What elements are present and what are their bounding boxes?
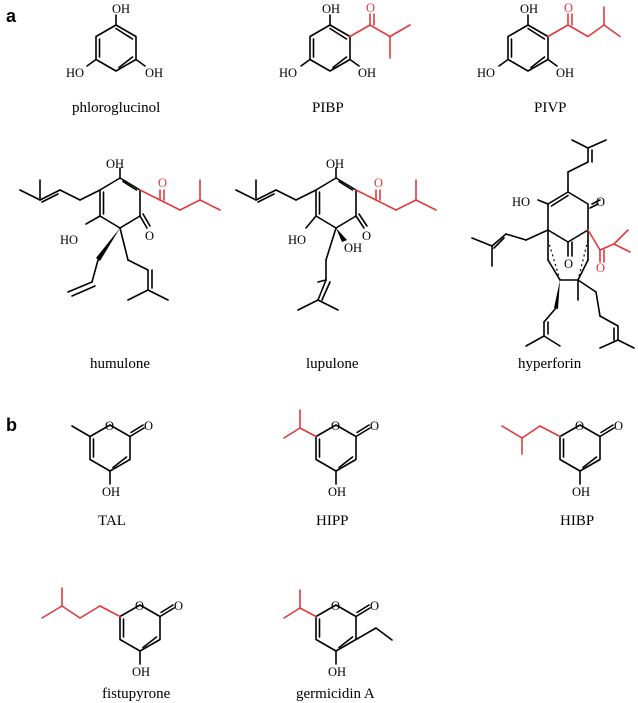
atom-oh: OH (132, 665, 150, 679)
germicidin-a-structure: O O OH (283, 589, 393, 679)
atom-o: O (362, 229, 371, 243)
atom-oh: OH (328, 665, 346, 679)
atom-o: O (370, 419, 379, 433)
atom-o: O (596, 195, 605, 209)
atom-oh: OH (556, 66, 574, 80)
atom-o: O (564, 1, 573, 15)
atom-oh: OH (102, 485, 120, 499)
atom-oh: OH (328, 485, 346, 499)
atom-o: O (145, 229, 154, 243)
atom-o: O (331, 419, 340, 433)
compound-name-fistupyrone: fistupyrone (102, 686, 171, 702)
atom-oh: OH (322, 2, 340, 16)
fistupyrone-structure: O O OH (41, 587, 183, 679)
atom-ho: HO (477, 66, 495, 80)
humulone-structure: OH O HO O (19, 157, 221, 301)
atom-ho: HO (512, 195, 530, 209)
hyperforin-structure: O HO O (471, 139, 635, 349)
hipp-structure: O O OH (283, 409, 379, 499)
atom-o: O (135, 599, 144, 613)
atom-oh: OH (145, 66, 163, 80)
compound-name-germicidin-a: germicidin A (296, 686, 375, 702)
compound-name-lupulone: lupulone (306, 356, 359, 372)
panel-label-a: a (6, 6, 17, 26)
compound-name-pivp: PIVP (534, 100, 567, 116)
atom-o: O (374, 176, 383, 190)
compound-name-hibp: HIBP (560, 513, 594, 529)
atom-oh: OH (112, 2, 130, 16)
atom-o: O (366, 1, 375, 15)
atom-ho: HO (279, 66, 297, 80)
atom-oh: OH (358, 66, 376, 80)
compound-name-phloroglucinol: phloroglucinol (72, 100, 160, 116)
atom-oh: OH (326, 157, 344, 171)
atom-oh: OH (344, 241, 362, 255)
pivp-structure: OH OH HO O (477, 1, 621, 80)
atom-o: O (158, 176, 167, 190)
atom-o: O (575, 419, 584, 433)
compound-name-pibp: PIBP (312, 100, 344, 116)
atom-o: O (174, 599, 183, 613)
atom-oh: OH (520, 2, 538, 16)
compound-name-humulone: humulone (90, 356, 150, 372)
compound-name-hyperforin: hyperforin (518, 356, 582, 372)
atom-oh: OH (572, 485, 590, 499)
atom-o: O (564, 257, 573, 271)
hibp-structure: O O OH (501, 419, 623, 499)
atom-o: O (331, 599, 340, 613)
tal-structure: O O OH (71, 419, 153, 499)
atom-ho: HO (288, 233, 306, 247)
atom-o: O (370, 599, 379, 613)
atom-o: O (144, 419, 153, 433)
atom-ho: HO (60, 233, 78, 247)
panel-label-b: b (6, 415, 17, 435)
atom-o: O (596, 261, 605, 275)
atom-o: O (614, 419, 623, 433)
compound-name-hipp: HIPP (316, 513, 349, 529)
atom-o: O (105, 419, 114, 433)
phloroglucinol-structure: OH OH HO (66, 2, 163, 80)
lupulone-structure: OH O HO OH O (235, 157, 437, 311)
atom-ho: HO (66, 66, 84, 80)
atom-oh: OH (106, 157, 124, 171)
pibp-structure: OH OH HO O (279, 1, 411, 80)
compound-name-tal: TAL (98, 513, 126, 529)
